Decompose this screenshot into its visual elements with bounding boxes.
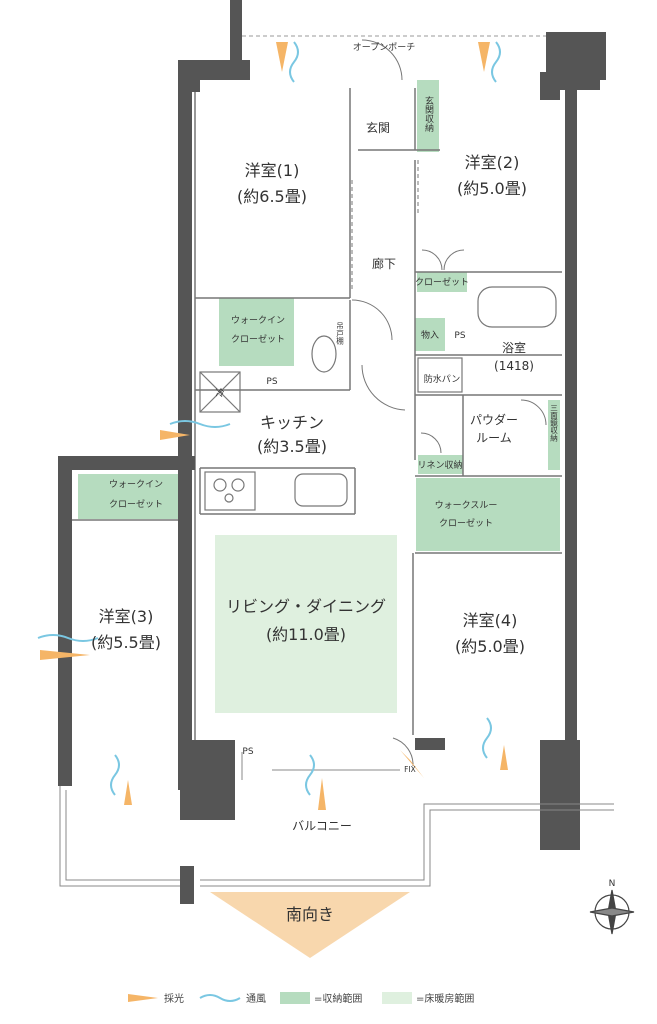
- fridge: [199, 371, 241, 413]
- room2-size: (約5.0畳): [457, 179, 527, 198]
- living-name: リビング・ダイニング: [226, 597, 386, 616]
- sink: [294, 473, 348, 507]
- room4-size: (約5.0畳): [455, 637, 525, 656]
- porch-label: オープンポーチ: [353, 42, 415, 53]
- room1-size: (約6.5畳): [237, 187, 307, 206]
- closet-label: クローゼット: [415, 276, 469, 288]
- kitchen-name: キッチン: [260, 413, 324, 432]
- mirror-storage-area: [548, 400, 560, 470]
- wic-lower-label-1: ウォークイン: [109, 479, 163, 490]
- legend-heating-label: =床暖房範囲: [416, 992, 474, 1005]
- ps-kitchen-label: PS: [266, 377, 277, 387]
- bathtub: [477, 286, 557, 328]
- walk-in-closet-lower-area: [78, 474, 181, 519]
- legend-storage-label: =収納範囲: [314, 992, 362, 1005]
- toilet: [311, 335, 337, 373]
- bath-name: 浴室: [502, 340, 526, 355]
- wic-upper-label-2: クローゼット: [231, 333, 285, 345]
- entrance-storage-area: [417, 80, 439, 152]
- kitchen-size: (約3.5畳): [257, 437, 327, 456]
- legend-wind-label: 通風: [246, 993, 266, 1005]
- room-labels: オープンポーチ 玄関 玄関収納 洋室(1) (約6.5畳) 洋室(2) (約5.…: [91, 42, 615, 924]
- room3-name: 洋室(3): [99, 607, 154, 626]
- fridge-label: 冷: [215, 387, 224, 399]
- powder-label-1: パウダー: [470, 412, 518, 427]
- washer-pan-label: 防水パン: [424, 373, 460, 385]
- ps-lower-label: PS: [242, 747, 253, 757]
- legend-light-icon: [128, 994, 158, 1002]
- hanging-cabinet-label: 吊戸棚: [335, 322, 344, 346]
- legend-heating-icon: [382, 992, 412, 1004]
- door-swings: [351, 39, 547, 767]
- legend-light-label: 採光: [164, 992, 184, 1005]
- outer-walls: [58, 0, 606, 904]
- wic-lower-label-2: クローゼット: [109, 498, 163, 510]
- storage-label: 物入: [421, 329, 439, 341]
- bath-size: (1418): [494, 359, 534, 373]
- storage-area: [415, 318, 445, 351]
- stove: [204, 471, 256, 511]
- legend-storage-icon: [280, 992, 310, 1004]
- wind-marks: [37, 41, 501, 796]
- legend: 採光 通風 =収納範囲 =床暖房範囲: [128, 992, 474, 1005]
- entrance-storage-label: 玄関収納: [423, 95, 434, 133]
- room2-name: 洋室(2): [465, 153, 520, 172]
- linen-storage-label: リネン収納: [417, 459, 462, 471]
- balcony-label: バルコニー: [292, 819, 352, 833]
- room1-name: 洋室(1): [245, 161, 300, 180]
- wtc-label-2: クローゼット: [439, 517, 493, 529]
- living-size: (約11.0畳): [266, 625, 346, 644]
- ps-upper-label: PS: [454, 331, 465, 341]
- legend-wind-icon: [199, 994, 241, 1002]
- wic-upper-label-1: ウォークイン: [231, 315, 285, 326]
- closet-area: [417, 272, 467, 292]
- hallway-label: 廊下: [372, 256, 396, 271]
- compass-icon: [589, 889, 635, 935]
- fix-label: FIX: [404, 765, 416, 774]
- fixtures: [199, 286, 557, 511]
- wtc-label-1: ウォークスルー: [435, 500, 498, 511]
- south-arrow: [210, 892, 410, 958]
- room4-name: 洋室(4): [463, 611, 518, 630]
- mirror-storage-label: 三面鏡収納: [549, 404, 558, 443]
- linen-storage-area: [418, 455, 463, 474]
- light-arrows: [40, 42, 508, 810]
- entrance-label: 玄関: [366, 120, 390, 135]
- floor-heating-area: [215, 535, 397, 713]
- walk-in-closet-upper-area: [219, 298, 294, 366]
- washer-pan: [417, 357, 463, 393]
- north-letter: N: [609, 879, 616, 889]
- powder-label-2: ルーム: [476, 431, 512, 445]
- balcony-rails: [59, 752, 614, 887]
- south-label: 南向き: [286, 905, 334, 924]
- walk-through-closet-area: [416, 478, 560, 551]
- room3-size: (約5.5畳): [91, 633, 161, 652]
